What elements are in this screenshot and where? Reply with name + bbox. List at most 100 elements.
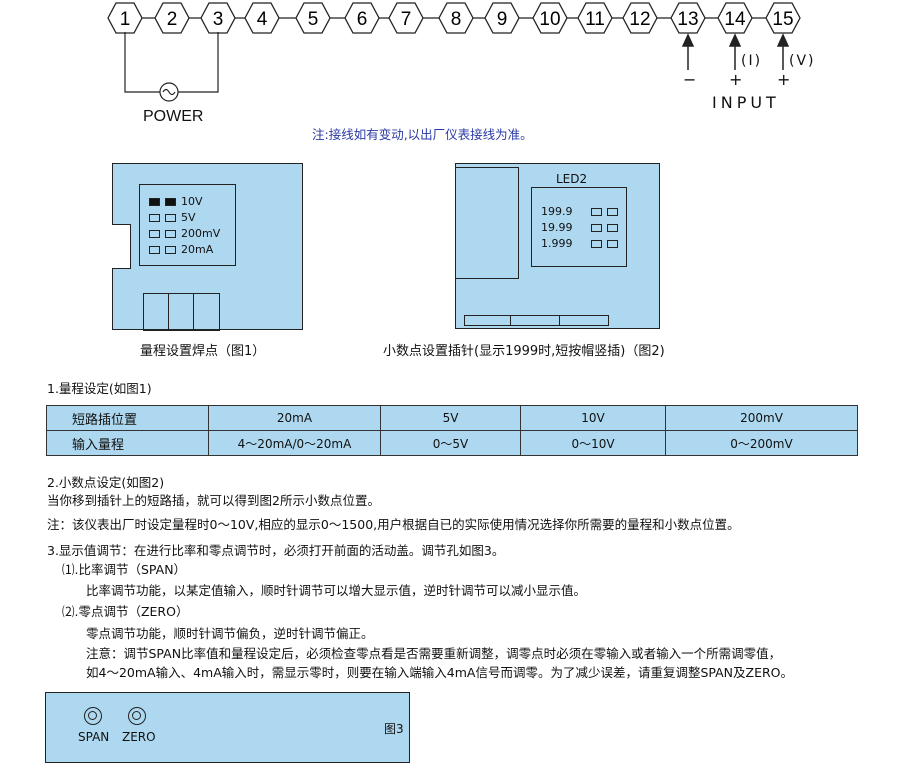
fig2-caption: 小数点设置插针(显示1999时,短按帽竖插)（图2) [383,344,665,359]
span-text: 比率调节功能，以某定值输入，顺时针调节可以增大显示值，逆时针调节可以减小显示值。 [86,583,587,598]
plus-v-label: + [777,70,791,89]
option-label: 10V [181,195,203,208]
arrow-up-icon [681,33,695,47]
terminal-hexagon [107,2,143,34]
terminal-number: 10 [539,9,560,30]
decimal-jumper-block: 199.9 19.99 1.999 [531,187,627,267]
decimal-option: 19.99 [541,221,573,234]
note-line-1: 注意：调节SPAN比率值和量程设定后，必须检查零点看是否需要重新调整，调零点时必… [86,646,782,661]
pad-shorted [149,198,160,206]
pad [165,214,176,222]
pad [607,208,618,216]
connector-slot [510,315,560,326]
connector-slot [168,293,194,331]
zero-label: ZERO [122,730,156,744]
range-board-figure: 10V 5V 200mV 20mA [112,163,303,331]
display-area [456,167,519,279]
connector-slot [193,293,220,331]
range-jumper-block: 10V 5V 200mV 20mA [139,184,236,266]
pad [591,224,602,232]
terminal-3: 3 [200,2,236,34]
terminal-hexagon [670,2,706,34]
terminal-12: 12 [622,2,658,34]
power-loop [124,32,219,93]
terminal-hexagon [438,2,474,34]
power-label: POWER [143,108,204,125]
decimal-board-figure: LED2 199.9 19.99 1.999 [455,163,660,329]
terminal-7: 7 [388,2,424,34]
adjustment-panel-figure: SPAN ZERO 图3 [45,692,410,763]
ac-wave-icon [162,88,176,96]
terminal-15: 15 [765,2,801,34]
span-label: SPAN [78,730,110,744]
terminal-hexagon [577,2,613,34]
table-cell: 0～10V [520,430,666,456]
table-cell: 0～5V [380,430,521,456]
terminal-number: 3 [213,9,224,30]
terminal-hexagon [388,2,424,34]
terminal-number: 14 [724,9,746,30]
input-arrows [681,33,790,70]
fig1-caption: 量程设置焊点（图1） [140,344,266,359]
terminal-4: 4 [244,2,280,34]
terminal-hexagon [154,2,190,34]
pad [149,214,160,222]
arrow-up-icon [728,33,742,47]
terminal-number: 5 [308,9,319,30]
terminal-1: 1 [107,2,143,34]
pad-shorted [165,198,176,206]
section2-note: 注：该仪表出厂时设定量程时0～10V,相应的显示0～1500,用户根据自已的实际… [47,517,740,532]
current-label: (I) [741,53,763,69]
zero-potentiometer-icon [128,707,146,725]
zero-title: ⑵.零点调节（ZERO） [62,604,189,619]
table-cell: 0～200mV [665,430,858,456]
table-row: 短路插位置 20mA 5V 10V 200mV [46,405,858,431]
pad [165,246,176,254]
wiring-note: 注:接线如有变动,以出厂仪表接线为准。 [312,127,533,142]
plus-i-label: + [729,70,743,89]
terminal-hexagon [200,2,236,34]
pad [591,240,602,248]
terminal-hexagon [622,2,658,34]
terminal-hexagon [765,2,801,34]
table-cell: 输入量程 [46,430,209,456]
table-cell: 10V [520,405,666,431]
minus-label: − [683,70,697,89]
table-cell: 短路插位置 [46,405,209,431]
terminal-number: 13 [677,9,698,30]
pad [607,240,618,248]
pad [591,208,602,216]
connector-slot [559,315,609,326]
input-label: INPUT [712,93,780,112]
terminal-number: 15 [772,9,793,30]
terminal-14: 14 [717,2,753,34]
terminal-2: 2 [154,2,190,34]
terminal-number: 8 [451,9,462,30]
arrow-up-icon [776,33,790,47]
terminal-number: 1 [120,9,131,30]
decimal-option: 1.999 [541,237,573,250]
pad [149,230,160,238]
board-notch [112,224,131,269]
terminal-9: 9 [484,2,520,34]
terminal-number: 9 [497,9,508,30]
led-label: LED2 [556,172,588,186]
connector-slot [464,315,511,326]
terminal-11: 11 [577,2,613,34]
terminal-number: 7 [401,9,412,30]
terminal-13: 13 [670,2,706,34]
terminal-hexagon [344,2,380,34]
terminal-5: 5 [295,2,331,34]
section2-heading: 2.小数点设定(如图2) [47,475,165,490]
option-label: 5V [181,211,196,224]
terminal-10: 10 [532,2,568,34]
terminal-hexagon [295,2,331,34]
pad [165,230,176,238]
table-cell: 20mA [208,405,381,431]
terminal-hexagon [532,2,568,34]
terminal-number: 2 [167,9,178,30]
section1-heading: 1.量程设定(如图1) [47,381,152,396]
terminal-6: 6 [344,2,380,34]
